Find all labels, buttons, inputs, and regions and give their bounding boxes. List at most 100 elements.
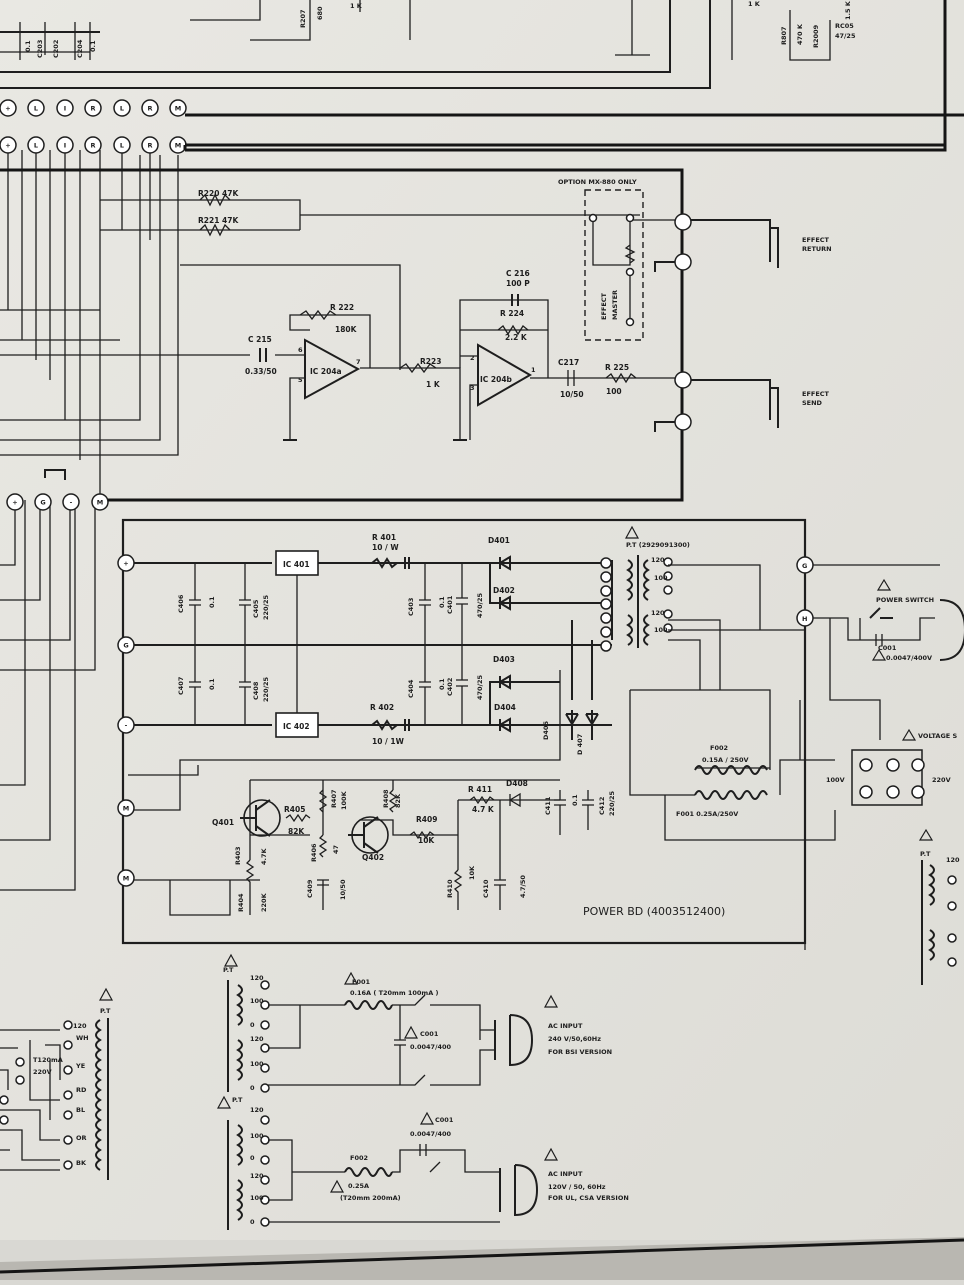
cap-label-2: C203: [36, 40, 44, 58]
pt-winding: [626, 555, 650, 648]
bus-terminal-mid-2-label: L: [34, 142, 38, 150]
top-panel-border: [185, 0, 947, 152]
d403-diode: [489, 674, 560, 725]
bsi-ac-plug: [494, 1014, 534, 1067]
f002-fuse: [694, 765, 768, 775]
pt-primary-terminal-3: [600, 585, 612, 597]
d407-label: D 407: [576, 734, 584, 755]
cap-label-1: 0.1: [24, 40, 32, 52]
r807-value: 470 K: [796, 23, 804, 45]
ic401-label: IC 401: [283, 560, 310, 569]
r407-resistor: [318, 789, 328, 813]
bsi-pt-terminal-4: [260, 1043, 270, 1053]
left-pt-wire-7: BK: [76, 1159, 87, 1167]
bus-terminal-mid-4-label: R: [90, 142, 95, 150]
c410-value: 4.7/50: [519, 875, 527, 898]
voltage-selector-terminal-2: [886, 758, 900, 772]
bus-terminal-low-1-label: +: [12, 499, 17, 507]
ul-ac-plug: [499, 1164, 539, 1217]
c401-label: C401: [446, 595, 454, 614]
svg-text:1: 1: [531, 366, 536, 374]
c406-label: C406: [177, 594, 185, 613]
c411-c412-caps: [554, 790, 594, 835]
c217-label: C217: [558, 358, 579, 367]
pt-tap-4: 100: [654, 626, 668, 634]
cap-label-3: C202: [52, 40, 60, 58]
c001-label: C001: [878, 644, 897, 652]
bus-terminal-low-2: [34, 493, 52, 511]
effect-master-pot: [592, 219, 675, 320]
power-terminal-2: [117, 636, 135, 654]
f001-label: F001 0.25A/250V: [676, 810, 738, 818]
power-terminal-h: [796, 609, 814, 627]
c411-value: 0.1: [571, 794, 579, 806]
pt-secondary-terminal-1: [663, 557, 673, 567]
c001-value: 0.0047/400V: [886, 654, 932, 662]
c411-label: C411: [544, 796, 552, 815]
r404-label: R404: [237, 893, 245, 912]
ic204b-opamp: [477, 343, 533, 407]
power-board: POWER BD (4003512400) IC 401 IC 402 C406…: [121, 518, 964, 950]
d402-label: D402: [493, 586, 515, 595]
ac-plug-right: [939, 599, 964, 661]
r225-resistor: [605, 372, 637, 384]
left-pt-terminal-2: [63, 1040, 73, 1050]
paper-sheet: [0, 0, 964, 1240]
power-terminal-1: [117, 554, 135, 572]
r223-value: 1 K: [426, 380, 441, 389]
c409-value: 10/50: [339, 879, 347, 900]
q401-label: Q401: [212, 818, 234, 827]
r220-label: R220 47K: [198, 189, 239, 198]
bus-terminal-mid-2: [27, 136, 45, 154]
r409-label: R409: [416, 815, 437, 824]
c405-label: C405: [252, 599, 260, 618]
bus-terminal-top-1: [0, 99, 17, 117]
r405-label: R405: [284, 805, 305, 814]
ul-fuse-value: 0.25A: [348, 1182, 369, 1190]
ul-ac-label: AC INPUT: [548, 1170, 583, 1178]
r405-resistor: [285, 813, 311, 823]
option-label: OPTION MX-880 ONLY: [558, 178, 637, 186]
power-switch: [869, 607, 893, 619]
ul-cap: [419, 1144, 427, 1156]
c412-label: C412: [598, 797, 606, 815]
c403-value: 0.1: [438, 596, 446, 608]
voltage-selector-terminal-3: [911, 758, 925, 772]
pt-secondary-terminal-4: [663, 609, 673, 619]
effect-return-label-1: EFFECT: [802, 236, 830, 244]
bus-terminal-mid-7-label: M: [175, 142, 181, 150]
bottom-border-line: [0, 1238, 964, 1274]
pt-tap-1: 120: [651, 556, 665, 564]
q402-label: Q402: [362, 853, 384, 862]
pt-primary-terminal-6: [600, 626, 612, 638]
bsi-pt-label: P.T: [223, 966, 234, 974]
effect-return-label-2: RETURN: [802, 245, 832, 253]
effect-send-label-2: SEND: [802, 399, 823, 407]
ul-cap-label: C001: [435, 1116, 454, 1124]
ic204a-label: IC 204a: [310, 367, 342, 376]
bsi-ac-label: AC INPUT: [548, 1022, 583, 1030]
left-pt-fuse: T120mA: [33, 1056, 63, 1064]
bus-terminal-top-2-label: L: [34, 105, 38, 113]
bus-terminal-mid-3: [56, 136, 74, 154]
ic402-label: IC 402: [283, 722, 310, 731]
r220-r221-resistors: [199, 193, 231, 237]
voltage-sel-label: VOLTAGE S: [918, 732, 958, 740]
ground-mark: [44, 469, 66, 480]
c406-value: 0.1: [208, 596, 216, 608]
effect-master-label-2: MASTER: [611, 290, 619, 320]
voltage-selector-terminal-4: [859, 785, 873, 799]
power-terminal-5: [117, 869, 135, 887]
ul-tap-5: 100: [250, 1194, 264, 1202]
ul-tap-3: 0: [250, 1154, 255, 1162]
bsi-pt-terminal-3: [260, 1020, 270, 1030]
pt-primary-terminal-4: [600, 598, 612, 610]
r222-resistor: [299, 309, 337, 321]
c217-capacitor: [530, 370, 675, 386]
d408-label: D408: [506, 779, 528, 788]
left-pt-wire-6: OR: [76, 1134, 87, 1142]
power-terminal-5-label: M: [123, 875, 129, 883]
ul-fuse-value-2: (T20mm 200mA): [340, 1194, 401, 1202]
d401-label: D401: [488, 536, 510, 545]
